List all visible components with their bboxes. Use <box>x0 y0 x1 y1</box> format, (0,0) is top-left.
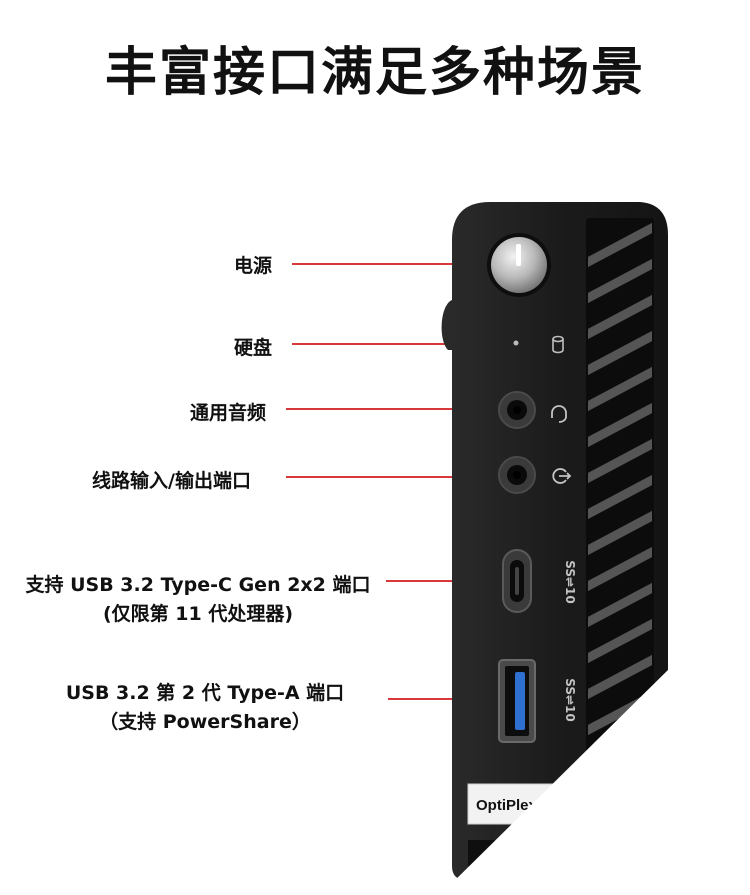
usba-label-line2: （支持 PowerShare） <box>99 711 311 733</box>
audio-label: 通用音频 <box>190 402 267 424</box>
line-io-callout-line <box>286 476 500 478</box>
crop-overlay <box>440 668 670 895</box>
line-io-label: 线路输入/输出端口 <box>92 470 251 492</box>
usbc-label-line2: (仅限第 11 代处理器) <box>102 603 294 625</box>
usb-a-ss10-logo: SS⇌10 <box>563 678 577 722</box>
usb-a-blue-insert <box>515 672 525 730</box>
usba-callout-line <box>388 698 500 700</box>
headset-icon <box>551 405 567 423</box>
hdd-label: 硬盘 <box>234 337 273 359</box>
audio-callout-line <box>286 408 500 410</box>
page-title: 丰富接口满足多种场景 <box>104 43 645 103</box>
usba-label-line1: USB 3.2 第 2 代 Type-A 端口 <box>65 682 345 704</box>
usbc-label-line1: 支持 USB 3.2 Type-C Gen 2x2 端口 <box>25 574 371 596</box>
hdd-callout-line <box>292 343 514 345</box>
power-icon <box>516 244 521 266</box>
power-callout-line <box>292 263 492 265</box>
usb-c-ss10-logo: SS⇌10 <box>563 560 577 604</box>
usbc-callout-line <box>386 580 504 582</box>
hdd-led <box>513 340 519 346</box>
hdd-icon <box>552 335 564 354</box>
power-label: 电源 <box>234 255 273 277</box>
line-out-icon <box>552 468 572 484</box>
